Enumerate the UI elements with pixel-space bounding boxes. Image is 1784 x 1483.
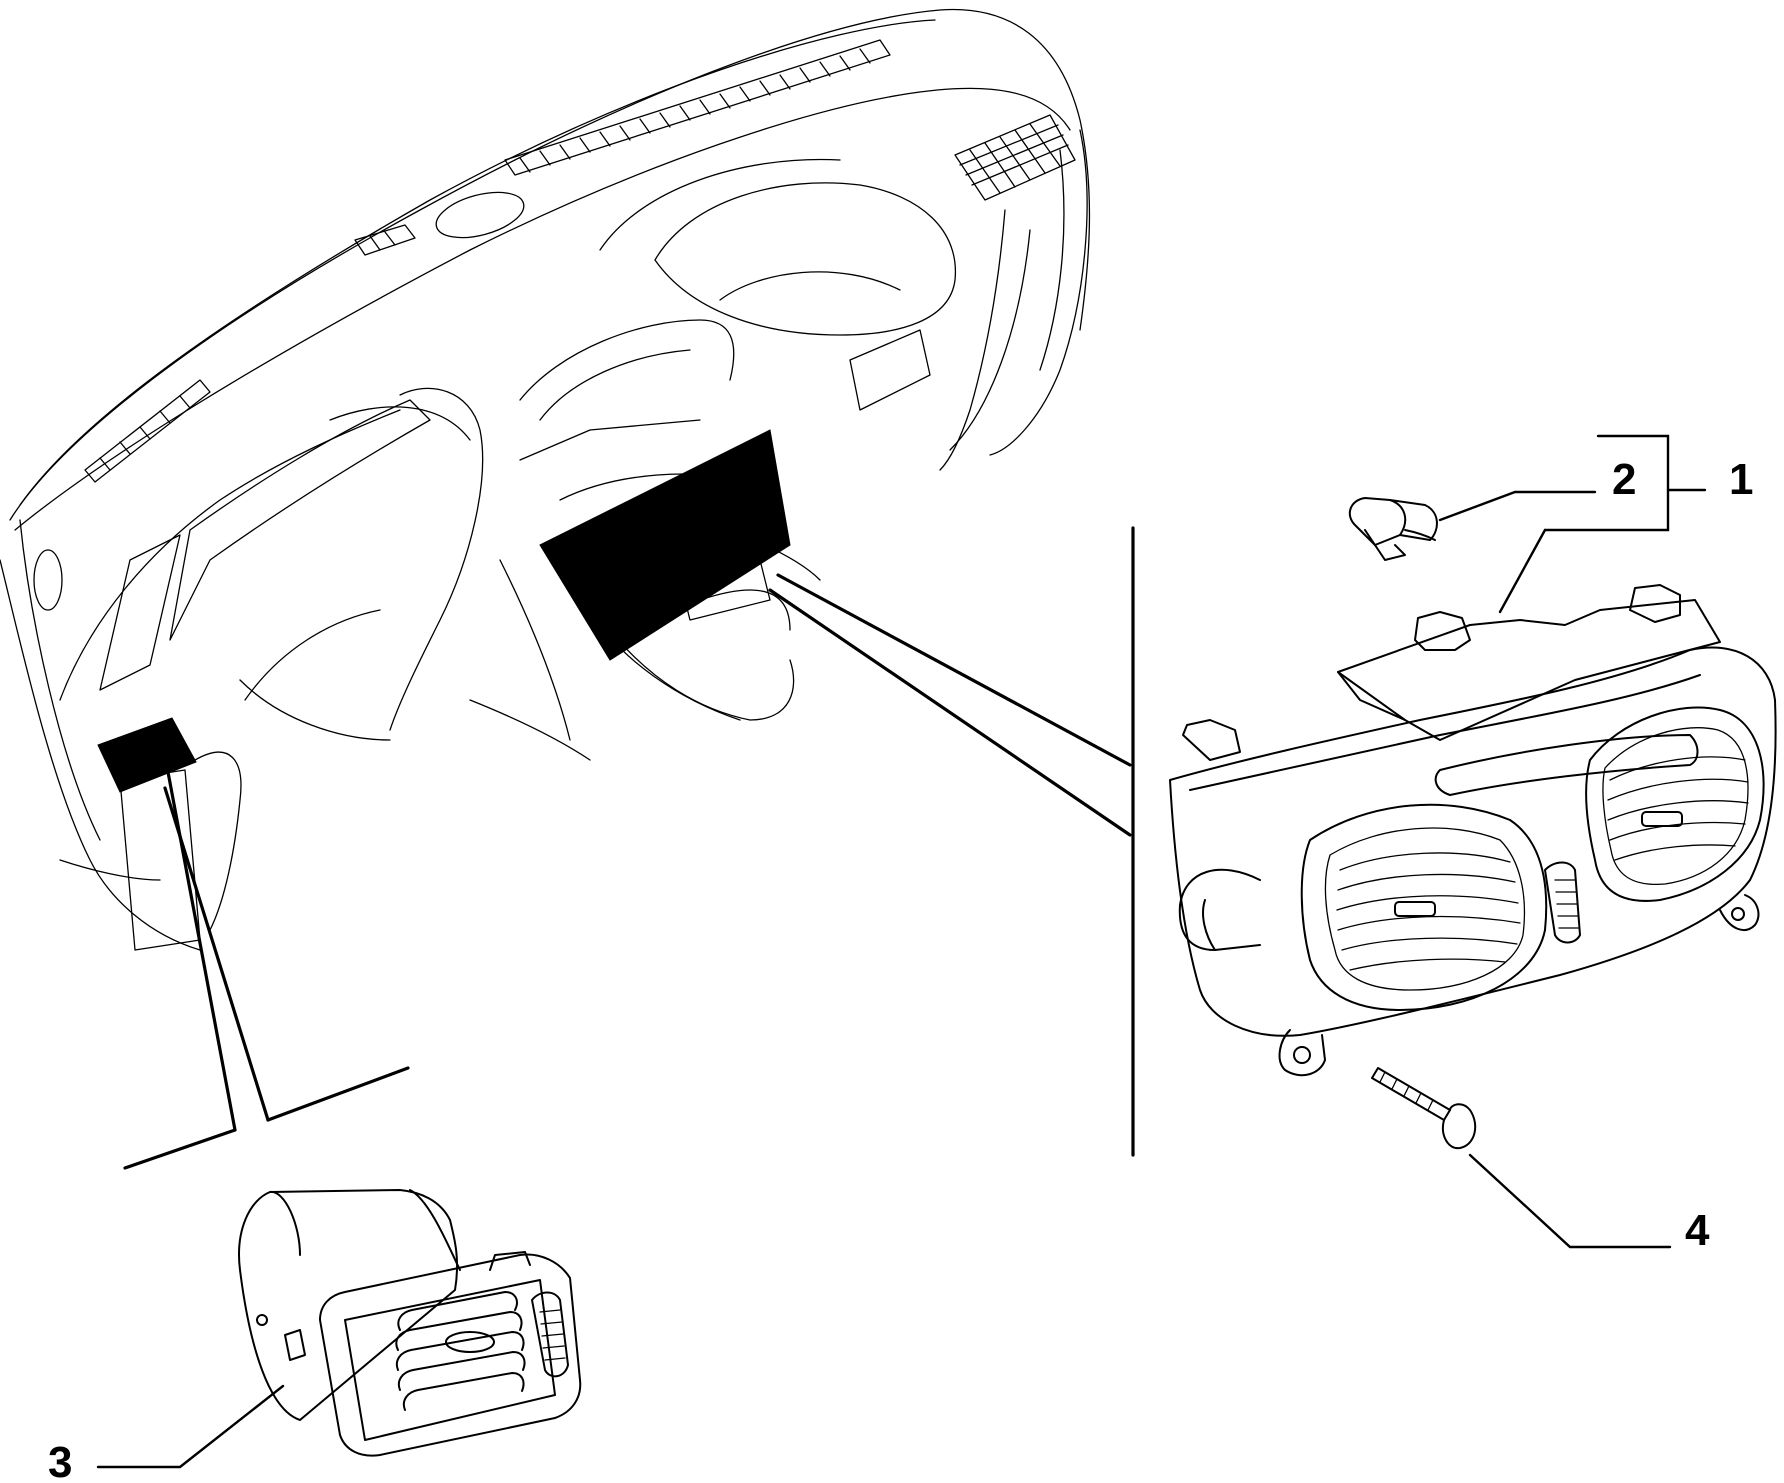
callout-4-label: 4	[1685, 1206, 1710, 1255]
overview-leader-lines	[123, 526, 1135, 1170]
callout-leaders	[96, 434, 1707, 1469]
center-vent-highlight	[539, 429, 791, 661]
dashboard-overview	[0, 8, 1091, 951]
center-vent-assembly	[1169, 584, 1777, 1077]
side-vent-highlight	[97, 717, 197, 793]
callout-2-label: 2	[1612, 455, 1636, 504]
screw-part	[1371, 1067, 1477, 1150]
side-vent-part	[238, 1189, 582, 1457]
callout-3-label: 3	[48, 1438, 72, 1483]
clip-part	[1348, 497, 1438, 561]
callout-1-label: 1	[1729, 455, 1753, 504]
